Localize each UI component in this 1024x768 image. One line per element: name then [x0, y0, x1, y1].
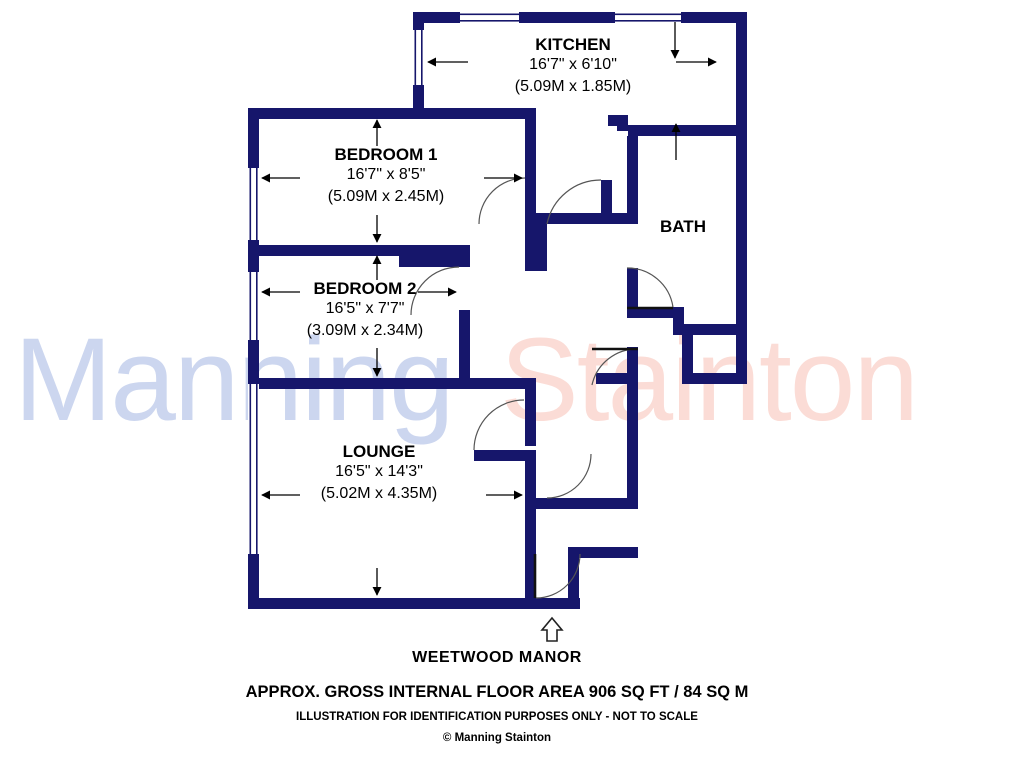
wall-hall-top-seg [547, 213, 601, 224]
room-label-group: KITCHEN 16'7" x 6'10" (5.09M x 1.85M) BE… [307, 35, 706, 502]
room-label-bedroom-1: BEDROOM 1 [335, 145, 438, 164]
wall-hall-vert-left [536, 213, 547, 271]
door-swing-lounge [473, 399, 525, 451]
room-dim-imperial-lounge: 16'5" x 14'3" [335, 463, 423, 480]
wall-left-seg-3 [248, 340, 259, 384]
wall-lounge-right-upper [525, 378, 536, 446]
room-dim-imperial-bedroom-1: 16'7" x 8'5" [347, 166, 426, 183]
door-swing-bedroom2 [410, 266, 460, 316]
wall-right-bottom-cap [682, 373, 747, 384]
door-swing-bath [626, 267, 674, 308]
door-swing-bedroom1 [478, 177, 526, 225]
window-kitchen-left [413, 30, 424, 85]
wall-hall-lower-header [536, 498, 591, 509]
room-dim-metric-kitchen: (5.09M x 1.85M) [515, 78, 631, 95]
wall-kitchen-left-top-nub [413, 12, 424, 30]
wall-kitchen-left-bottom-nub [413, 85, 424, 113]
door-leaf-group [533, 306, 673, 598]
room-dim-metric-bedroom-1: (5.09M x 2.45M) [328, 188, 444, 205]
wall-lounge-door-header [474, 450, 536, 461]
window-left-lounge [248, 384, 259, 554]
wall-bedroom1-top [248, 108, 536, 119]
room-dim-metric-bedroom-2: (3.09M x 2.34M) [307, 322, 423, 339]
wall-lounge-top [248, 378, 536, 389]
wall-hall-top-right [612, 213, 638, 224]
wall-left-seg-4 [248, 554, 259, 609]
door-swing-entrance [535, 553, 581, 599]
wall-top-left-stub [413, 12, 460, 23]
entrance-arrow-icon [540, 616, 564, 642]
room-label-kitchen: KITCHEN [535, 35, 611, 54]
wall-bedroom1-right-upper [525, 119, 536, 219]
wall-bedroom1-right-lower [525, 219, 536, 271]
wall-bath-left-lower [627, 268, 638, 318]
wall-top-mid [519, 12, 615, 23]
wall-hall-right-lower [627, 347, 638, 384]
wall-bath-step-vert [673, 307, 684, 335]
door-swing-hall-lower [546, 453, 592, 499]
room-dim-imperial-bedroom-2: 16'5" x 7'7" [326, 300, 405, 317]
wall-entrance-sill [536, 598, 580, 609]
wall-bath-left-upper [627, 136, 638, 224]
window-top-2 [615, 12, 681, 23]
wall-hall-door-jamb-kitchen [601, 180, 612, 224]
room-label-lounge: LOUNGE [343, 442, 416, 461]
door-swing-kitchen [546, 179, 602, 225]
wall-hall-right-col [627, 384, 638, 509]
wall-top-right-stub [681, 12, 747, 23]
wall-bath-top [628, 125, 738, 136]
dimension-arrows [261, 22, 717, 596]
wall-bedroom2-door-header [399, 256, 469, 267]
footer-group: WEETWOOD MANOR APPROX. GROSS INTERNAL FL… [246, 649, 749, 744]
wall-lounge-right-lower [525, 450, 536, 605]
wall-lounge-bottom [248, 598, 536, 609]
room-dim-metric-lounge: (5.02M x 4.35M) [321, 485, 437, 502]
wall-group [248, 12, 747, 609]
wall-bath-bottom-step [673, 324, 747, 335]
wall-right-outer [736, 12, 747, 384]
room-label-bath: BATH [660, 217, 706, 236]
copyright-text: © Manning Stainton [443, 732, 551, 744]
disclaimer-text: ILLUSTRATION FOR IDENTIFICATION PURPOSES… [296, 711, 698, 723]
property-name: WEETWOOD MANOR [412, 649, 582, 666]
wall-hall-bottom-step [596, 373, 638, 384]
wall-hall-bottom-right [568, 547, 638, 558]
wall-hall-top-left [525, 215, 539, 226]
wall-hall-lower-header2 [591, 498, 638, 509]
room-dim-imperial-kitchen: 16'7" x 6'10" [529, 56, 617, 73]
wall-left-seg-1 [248, 108, 259, 168]
wall-bath-bottom-left [627, 307, 673, 318]
floor-area-text: APPROX. GROSS INTERNAL FLOOR AREA 906 SQ… [246, 683, 749, 701]
room-label-bedroom-2: BEDROOM 2 [314, 279, 417, 298]
window-top-1 [460, 12, 519, 23]
up-arrow-icon [540, 616, 564, 642]
wall-bedroom2-right-lower [459, 310, 470, 378]
window-left-bedroom1 [248, 168, 259, 240]
wall-bath-outer-step [682, 324, 693, 384]
window-group [248, 12, 681, 554]
wall-kitchen-corner [617, 119, 628, 131]
wall-bedroom1-bottom [248, 245, 469, 256]
window-left-bedroom2 [248, 272, 259, 340]
wall-entrance-right [568, 547, 579, 605]
